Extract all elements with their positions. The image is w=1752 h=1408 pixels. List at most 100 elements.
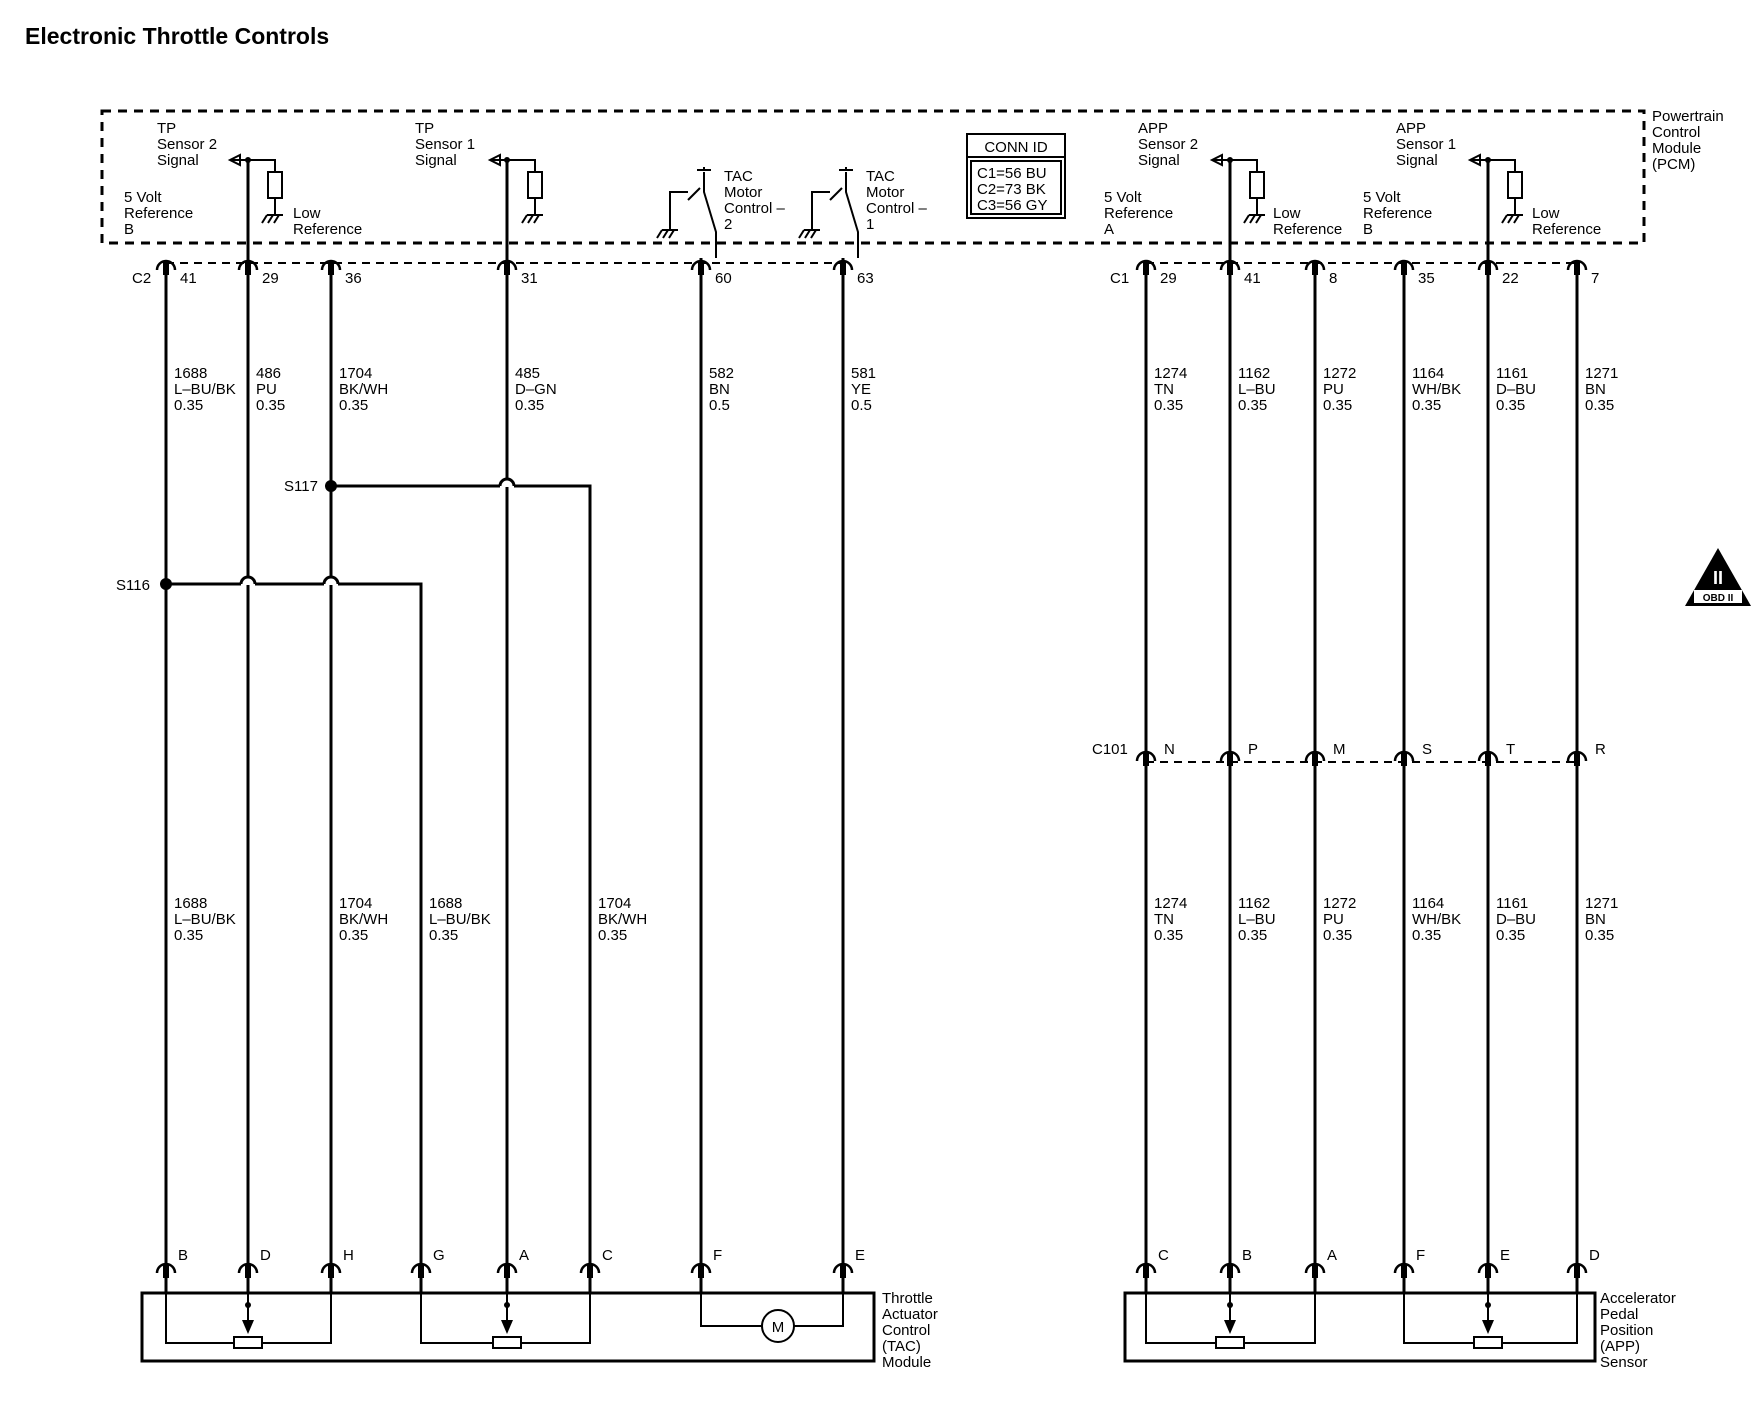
wire-1688-branch — [338, 582, 423, 1266]
wire-gauge: 0.35 — [1585, 397, 1614, 414]
tac-driver-switch-symbol — [798, 167, 859, 258]
app-sensor-1-potentiometer — [1227, 1302, 1233, 1308]
app-sensor-2-potentiometer — [1473, 1336, 1503, 1349]
wire-crossing-hop — [498, 477, 516, 487]
wire-color-code: D–BU — [1496, 911, 1536, 928]
svg-text:Low: Low — [1273, 205, 1301, 222]
svg-text:Signal: Signal — [415, 152, 457, 169]
wire-circuit-number: 1274 — [1154, 365, 1187, 382]
connector-c1-terminal — [1574, 261, 1580, 275]
wire-color-code: L–BU/BK — [174, 381, 236, 398]
wire-color-code: BN — [1585, 381, 1606, 398]
connector-c1-terminal — [1143, 261, 1149, 275]
app-sensor-1-potentiometer — [1224, 1320, 1236, 1334]
low-reference-label: Low Reference — [1532, 205, 1601, 238]
tac-connector-pin-label: B — [178, 1247, 188, 1264]
tp-sensor-1-potentiometer — [501, 1320, 513, 1334]
tac-connector-pin-label: A — [519, 1247, 529, 1264]
wire-circuit-number: 1688 — [174, 365, 207, 382]
app-sensor-label: Accelerator Pedal Position (APP) Sensor — [1600, 1290, 1676, 1371]
svg-text:Reference: Reference — [1363, 205, 1432, 222]
wire-circuit-number: 582 — [709, 365, 734, 382]
tac-connector-pin-label: C — [602, 1247, 613, 1264]
signal-pullup-symbol — [1209, 153, 1265, 224]
wire-gauge: 0.35 — [1238, 927, 1267, 944]
tac-motor-symbol: M — [761, 1309, 795, 1343]
connector-c101-pin-label: T — [1506, 741, 1515, 758]
wire-circuit-number: 1272 — [1323, 895, 1356, 912]
svg-text:Low: Low — [293, 205, 321, 222]
wire-circuit-number: 1272 — [1323, 365, 1356, 382]
tp-sensor-1-potentiometer — [420, 1293, 591, 1344]
app-connector-pin-label: D — [1589, 1247, 1600, 1264]
app-connector-pin-label: A — [1327, 1247, 1337, 1264]
wire-color-code: WH/BK — [1412, 381, 1461, 398]
wire-color-code: BK/WH — [598, 911, 647, 928]
pcm-box — [100, 109, 1646, 245]
low-reference-label: Low Reference — [1273, 205, 1342, 238]
wire-gauge: 0.35 — [339, 397, 368, 414]
connector-c1-pin-label: 29 — [1160, 270, 1177, 287]
tac-module-box — [140, 1291, 876, 1363]
wire-circuit-number: 1161 — [1496, 365, 1528, 382]
tac-connector-terminal — [587, 1264, 593, 1278]
connector-c2-terminal — [840, 261, 846, 275]
wire-color-code: BN — [1585, 911, 1606, 928]
svg-text:A: A — [1104, 221, 1114, 238]
wire-circuit-number: 1164 — [1412, 895, 1444, 912]
connector-c2-terminal — [328, 261, 334, 275]
wire-color-code: D–BU — [1496, 381, 1536, 398]
connector-c1-pin-label: 7 — [1591, 270, 1599, 287]
connector-c2-pin-label: 31 — [521, 270, 538, 287]
conn-id-header: CONN ID — [984, 139, 1048, 156]
svg-text:Pedal: Pedal — [1600, 1306, 1638, 1323]
wire-circuit-number: 1704 — [339, 365, 372, 382]
wire-color-code: PU — [256, 381, 277, 398]
diagram-title: Electronic Throttle Controls — [25, 23, 329, 49]
conn-id-line: C2=73 BK — [977, 181, 1046, 198]
connector-c1-pin-label: 8 — [1329, 270, 1337, 287]
svg-text:Accelerator: Accelerator — [1600, 1290, 1676, 1307]
svg-text:(APP): (APP) — [1600, 1338, 1640, 1355]
tac-connector-pin-label: H — [343, 1247, 354, 1264]
wire-color-code: PU — [1323, 911, 1344, 928]
svg-text:TP: TP — [415, 120, 434, 137]
svg-text:Powertrain: Powertrain — [1652, 108, 1724, 125]
svg-text:Sensor 2: Sensor 2 — [1138, 136, 1198, 153]
svg-text:Throttle: Throttle — [882, 1290, 933, 1307]
svg-text:OBD II: OBD II — [1703, 593, 1734, 604]
app1-signal-label: APP Sensor 1 Signal — [1396, 120, 1456, 169]
svg-text:Sensor 2: Sensor 2 — [157, 136, 217, 153]
connector-c2-terminal — [245, 261, 251, 275]
tac-connector-terminal — [163, 1264, 169, 1278]
splice-s117 — [325, 480, 337, 492]
conn-id-box: CONN ID C1=56 BU C2=73 BK C3=56 GY — [966, 133, 1066, 219]
tac-connector-pin-label: D — [260, 1247, 271, 1264]
svg-text:Signal: Signal — [1396, 152, 1438, 169]
connector-c1-terminal — [1401, 261, 1407, 275]
wire-circuit-number: 1274 — [1154, 895, 1187, 912]
wire-color-code: L–BU/BK — [174, 911, 236, 928]
svg-text:Control: Control — [882, 1322, 930, 1339]
signal-pullup-symbol — [227, 153, 283, 224]
wire-circuit-number: 1688 — [429, 895, 462, 912]
connector-c2-terminal — [698, 261, 704, 275]
connector-c1-label: C1 — [1110, 270, 1129, 287]
wire-color-code: YE — [851, 381, 871, 398]
connector-c101-terminal — [1312, 752, 1318, 766]
tac-motor-control-2-label: TAC Motor Control – 2 — [724, 168, 786, 233]
connector-c2-pin-label: 29 — [262, 270, 279, 287]
wire-circuit-number: 1161 — [1496, 895, 1528, 912]
wire-gauge: 0.35 — [1412, 927, 1441, 944]
connector-c101-pin-label: M — [1333, 741, 1346, 758]
svg-text:(TAC): (TAC) — [882, 1338, 921, 1355]
obd-ii-badge: II OBD II — [1685, 548, 1751, 606]
svg-text:2: 2 — [724, 216, 732, 233]
app-connector-terminal — [1227, 1264, 1233, 1278]
svg-text:Reference: Reference — [1273, 221, 1342, 238]
app-connector-terminal — [1401, 1264, 1407, 1278]
svg-text:APP: APP — [1138, 120, 1168, 137]
wire-circuit-number: 1162 — [1238, 365, 1270, 382]
wire-gauge: 0.5 — [851, 397, 872, 414]
